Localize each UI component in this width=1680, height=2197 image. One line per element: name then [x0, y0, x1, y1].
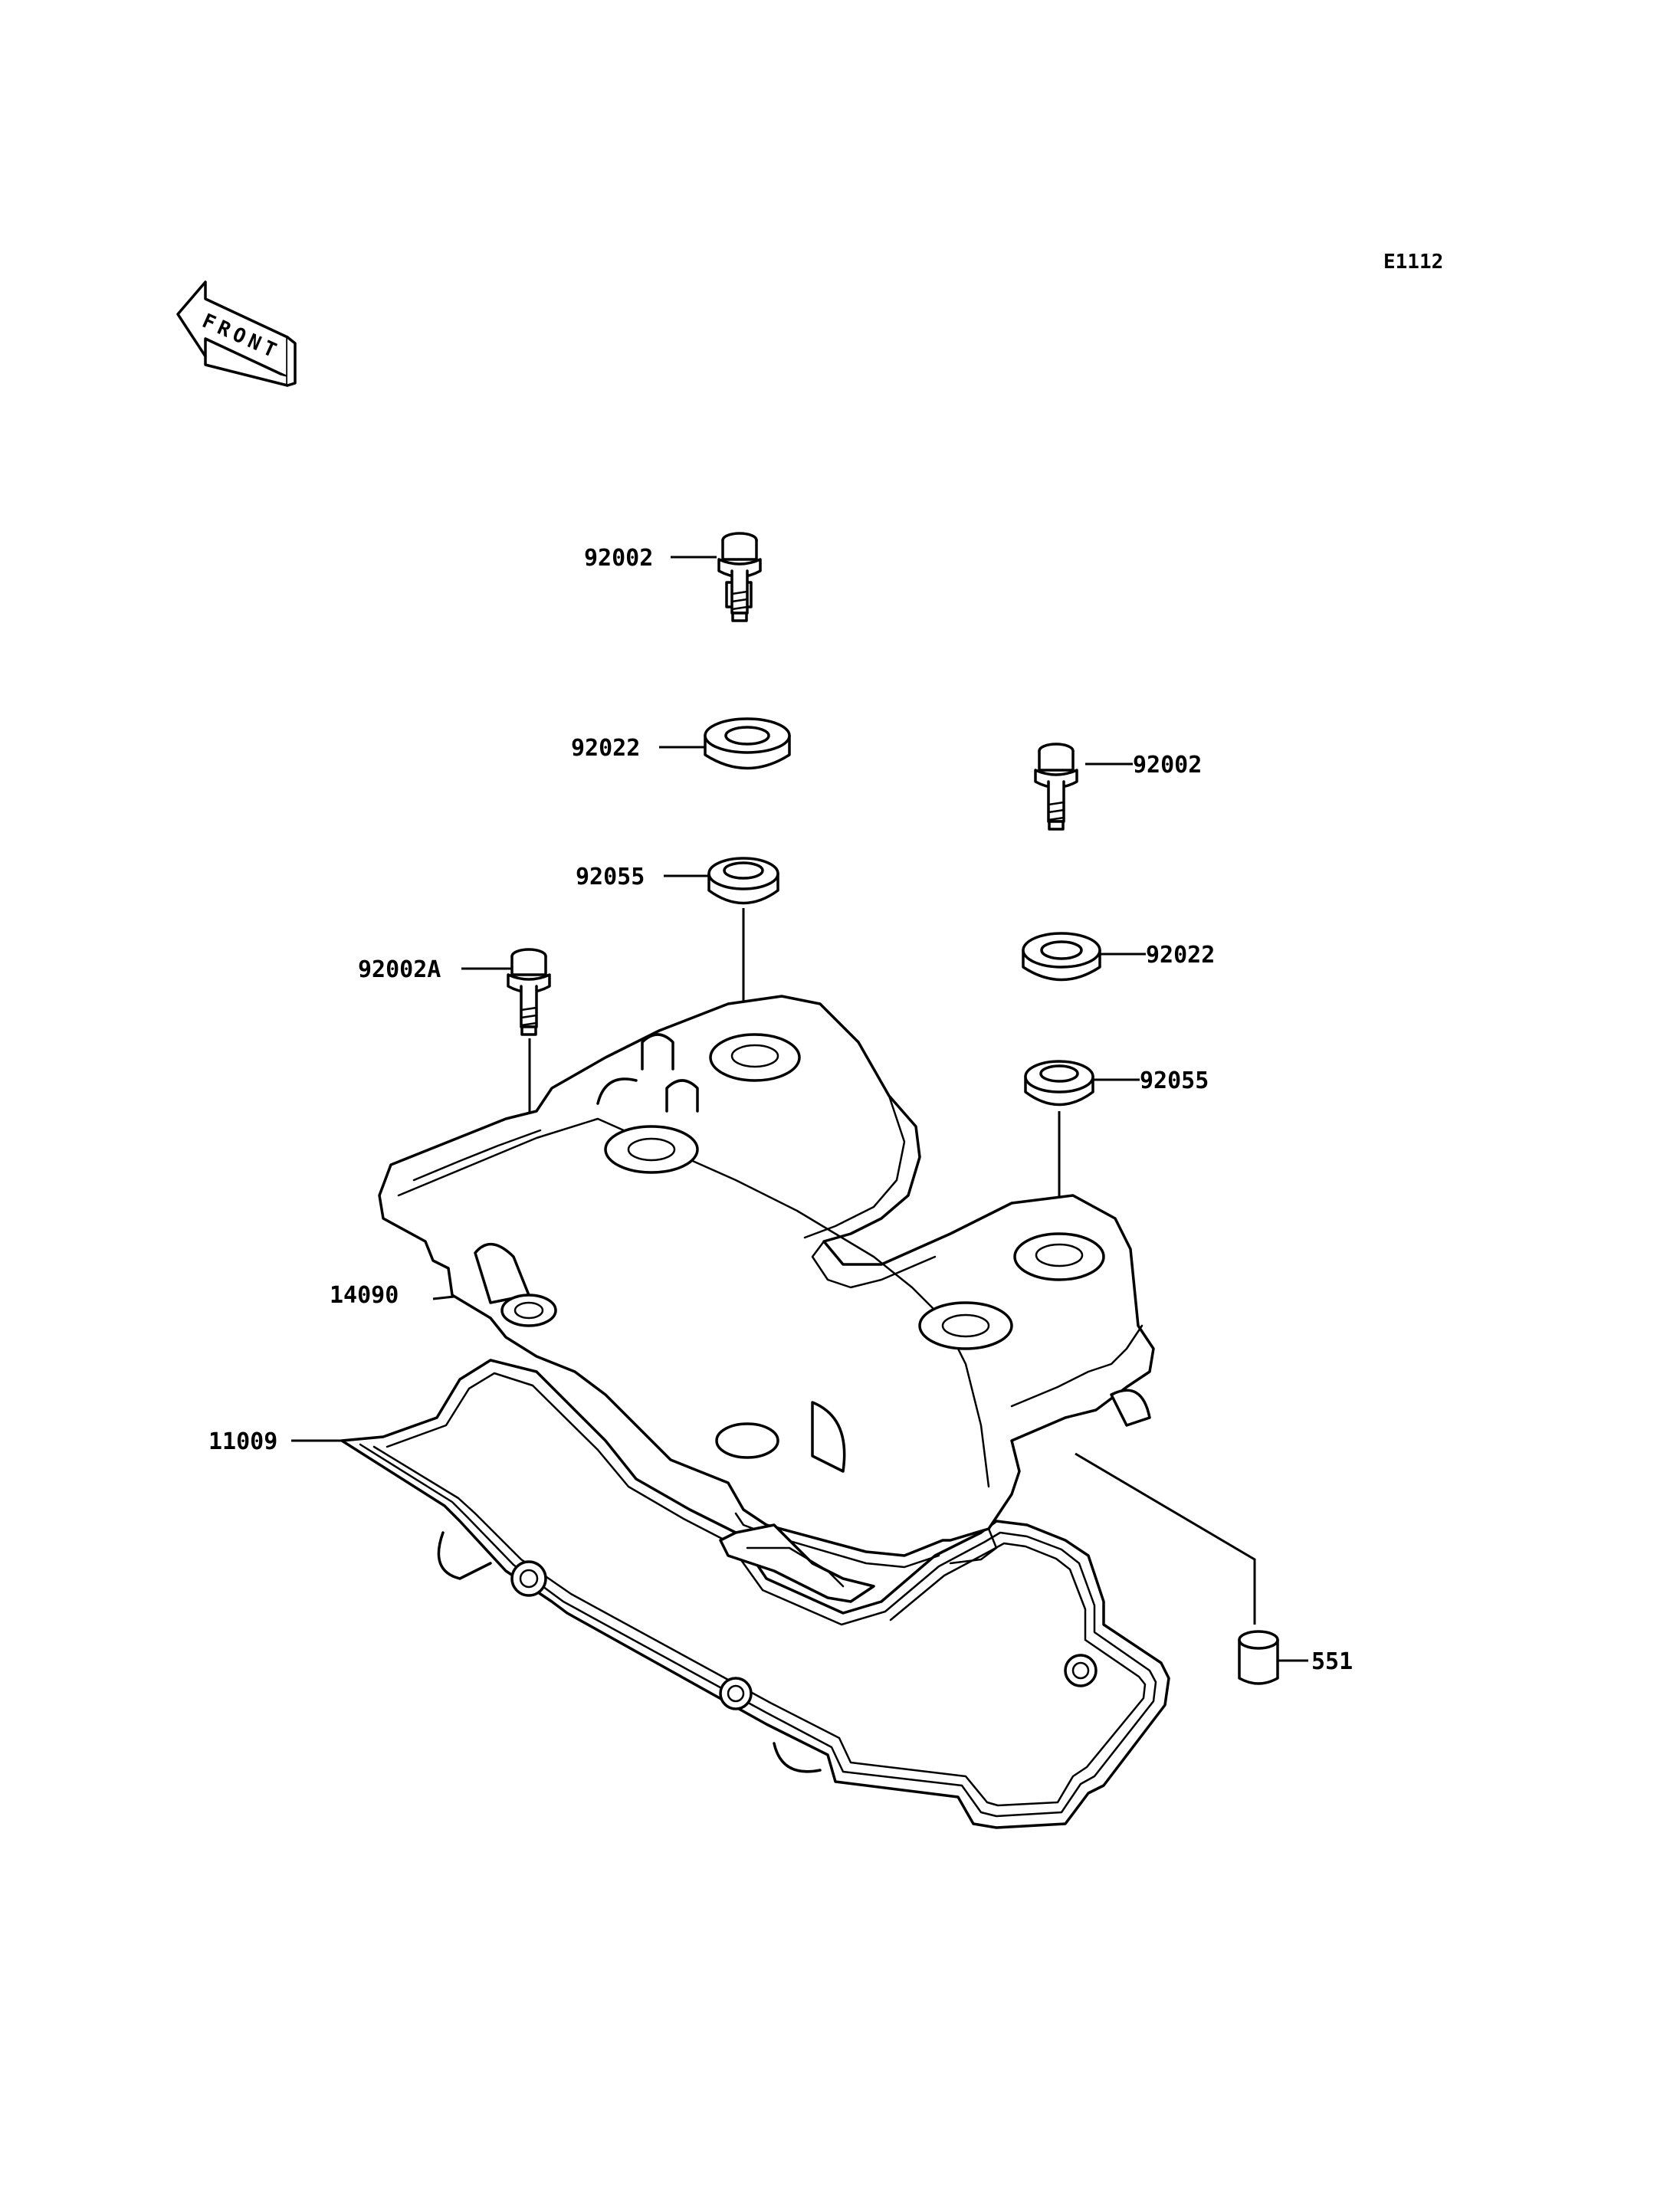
bolt-right-icon — [1034, 743, 1078, 831]
grommet-right-icon — [1024, 1060, 1094, 1107]
washer-top-icon — [704, 717, 791, 770]
diagram-code: E1112 — [1383, 251, 1443, 274]
bolt-left-icon — [507, 948, 551, 1036]
label-dowel: 551 — [1311, 1648, 1353, 1675]
dowel-pin-icon — [1238, 1630, 1279, 1685]
washer-right-icon — [1022, 932, 1101, 982]
label-bolt-right: 92002 — [1133, 752, 1202, 779]
grommet-top-icon — [707, 857, 779, 905]
label-washer-top: 92022 — [571, 735, 640, 762]
label-cover: 14090 — [330, 1282, 399, 1309]
label-bolt-top: 92002 — [584, 545, 653, 572]
label-washer-right: 92022 — [1146, 942, 1215, 969]
label-grommet-top: 92055 — [576, 864, 645, 890]
gasket-icon — [340, 1359, 1170, 1829]
bolt-top-icon — [717, 532, 762, 622]
label-gasket: 11009 — [208, 1428, 277, 1455]
label-bolt-left: 92002A — [358, 956, 441, 983]
label-grommet-right: 92055 — [1140, 1067, 1209, 1094]
cylinder-head-cover-icon — [378, 995, 1155, 1603]
front-arrow-icon: FRONT — [176, 280, 297, 387]
